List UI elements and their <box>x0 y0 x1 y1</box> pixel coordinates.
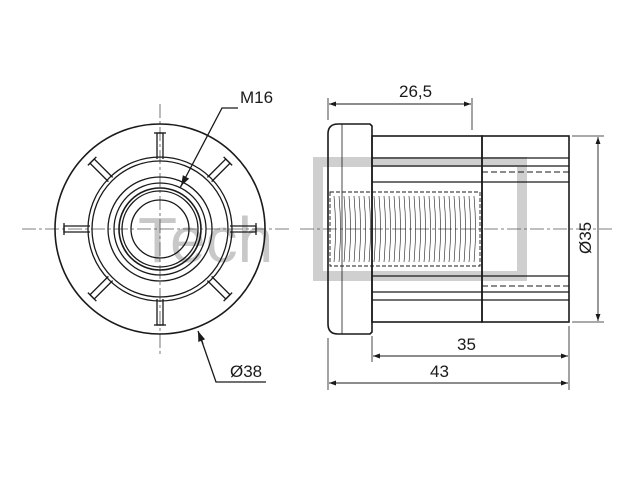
rib <box>63 223 90 235</box>
thread-stroke <box>398 195 401 263</box>
thread-stroke <box>368 195 371 263</box>
rib <box>154 132 166 159</box>
outer-diameter-leader <box>199 335 266 383</box>
watermark-frame <box>313 157 527 281</box>
thread-stroke <box>353 195 356 263</box>
thread-stroke <box>383 195 386 263</box>
rib <box>87 275 114 302</box>
thread-stroke <box>393 195 396 263</box>
body <box>481 135 570 323</box>
thread-stroke <box>388 195 391 263</box>
bore-inner <box>130 199 190 259</box>
hub-outer <box>107 176 213 282</box>
outer-diameter-arrow <box>197 330 206 345</box>
head-length-label: 26,5 <box>399 82 432 101</box>
thread-stroke <box>453 195 456 263</box>
thread-stroke <box>448 195 451 263</box>
thread-stroke <box>468 195 471 263</box>
thread-leader <box>179 107 238 189</box>
hub-inner <box>113 182 207 276</box>
flange-ring <box>87 156 233 302</box>
flange-ring-inner <box>91 160 229 298</box>
thread-stroke <box>378 195 381 263</box>
thread-label: M16 <box>240 88 273 107</box>
thread-pattern <box>333 195 476 263</box>
thread-stroke <box>333 195 336 263</box>
thread-stroke <box>363 195 366 263</box>
bore-thread <box>121 190 199 268</box>
bore-outer <box>118 187 202 271</box>
thread-stroke <box>358 195 361 263</box>
head-flange <box>327 123 373 335</box>
thread-stroke <box>373 195 376 263</box>
thread-stroke <box>438 195 441 263</box>
thread-stroke <box>463 195 466 263</box>
rib <box>230 223 257 235</box>
thread-stroke <box>423 195 426 263</box>
thread-stroke <box>428 195 431 263</box>
thread-stroke <box>408 195 411 263</box>
thread-stroke <box>338 195 341 263</box>
body-length-label: 35 <box>457 335 476 354</box>
thread-stroke <box>403 195 406 263</box>
thread-stroke <box>433 195 436 263</box>
outer-circle <box>54 123 266 335</box>
thread-stroke <box>418 195 421 263</box>
front-ribs <box>63 132 257 326</box>
body-diameter-label: Ø35 <box>576 222 595 254</box>
thread-stroke <box>458 195 461 263</box>
thread-insert <box>329 191 481 267</box>
thread-stroke <box>343 195 346 263</box>
thread-stroke <box>473 195 476 263</box>
thread-stroke <box>413 195 416 263</box>
rib <box>154 299 166 326</box>
rib <box>87 156 114 183</box>
thread-stroke <box>348 195 351 263</box>
side-view <box>300 98 612 390</box>
thread-stroke <box>443 195 446 263</box>
thread-arrow <box>180 175 190 187</box>
front-view <box>22 104 290 383</box>
rib <box>206 156 233 183</box>
rib <box>206 275 233 302</box>
total-length-label: 43 <box>430 362 449 381</box>
outer-diameter-label: Ø38 <box>230 362 262 381</box>
watermark-text: Tech <box>138 204 273 276</box>
